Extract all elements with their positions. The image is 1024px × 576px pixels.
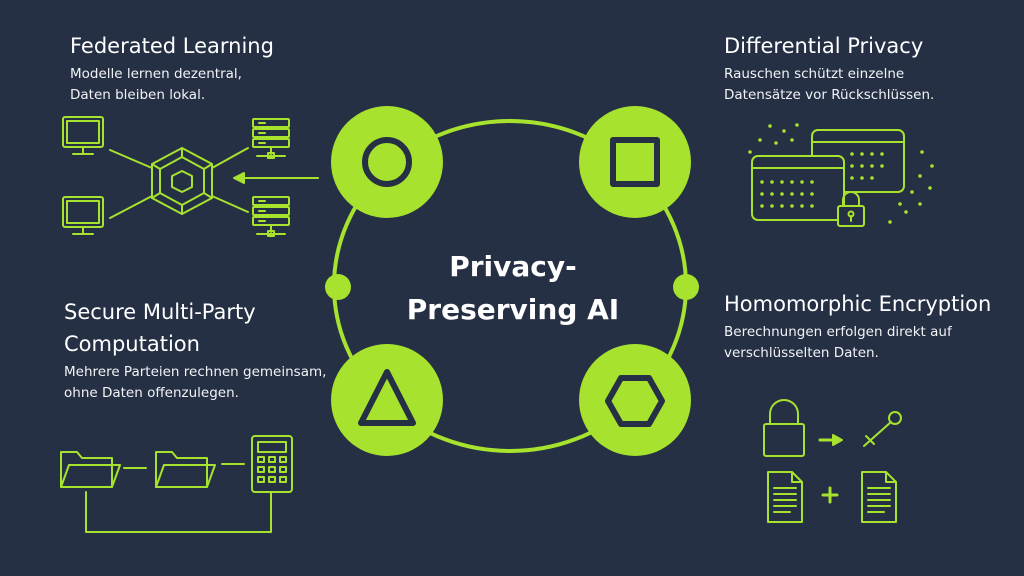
center-title-line1: Privacy- xyxy=(449,250,577,283)
document-icon xyxy=(767,471,803,523)
federated-learning-icon xyxy=(62,116,319,237)
node-hexagon xyxy=(579,344,691,456)
differential-privacy-section: Differential Privacy Rauschen schützt ei… xyxy=(724,30,934,106)
arrow-left-icon xyxy=(233,172,319,184)
homomorphic-encryption-section: Homomorphic Encryption Berechnungen erfo… xyxy=(724,288,991,364)
differential-privacy-title: Differential Privacy xyxy=(724,34,924,58)
center-title-line2: Preserving AI xyxy=(407,293,619,326)
square-icon xyxy=(610,137,660,187)
ring-dot-right xyxy=(673,274,699,300)
padlock-icon xyxy=(837,191,865,227)
differential-privacy-icon xyxy=(748,123,934,227)
circle-icon xyxy=(362,137,412,187)
monitor-icon xyxy=(62,116,104,155)
server-icon xyxy=(252,118,290,159)
document-icon xyxy=(861,471,897,523)
smpc-section: Secure Multi-Party Computation Mehrere P… xyxy=(64,296,326,404)
federated-learning-desc: Modelle lernen dezentral, Daten bleiben … xyxy=(70,66,242,103)
server-icon xyxy=(252,196,290,237)
ring-dot-left xyxy=(325,274,351,300)
homomorphic-encryption-title: Homomorphic Encryption xyxy=(724,292,992,316)
network-hub-icon xyxy=(151,147,213,215)
browser-window-icon xyxy=(751,155,845,221)
folder-icon xyxy=(155,451,216,488)
smpc-icon xyxy=(60,435,293,533)
homomorphic-encryption-desc: Berechnungen erfolgen direkt auf verschl… xyxy=(724,324,952,361)
node-circle xyxy=(331,106,443,218)
federated-learning-title: Federated Learning xyxy=(70,34,274,58)
folder-icon xyxy=(60,451,121,488)
homomorphic-encryption-icon xyxy=(763,399,902,523)
padlock-icon xyxy=(763,399,805,457)
smpc-title: Secure Multi-Party Computation xyxy=(64,300,256,356)
smpc-desc: Mehrere Parteien rechnen gemeinsam, ohne… xyxy=(64,364,327,401)
triangle-icon xyxy=(358,369,416,426)
node-triangle xyxy=(331,344,443,456)
arrow-right-icon xyxy=(818,434,843,446)
plus-icon xyxy=(821,486,839,504)
hexagon-icon xyxy=(605,375,665,427)
calculator-icon xyxy=(251,435,293,493)
differential-privacy-desc: Rauschen schützt einzelne Datensätze vor… xyxy=(724,66,935,103)
monitor-icon xyxy=(62,196,104,235)
node-square xyxy=(579,106,691,218)
key-icon xyxy=(863,411,902,447)
federated-learning-section: Federated Learning Modelle lernen dezent… xyxy=(70,30,274,106)
